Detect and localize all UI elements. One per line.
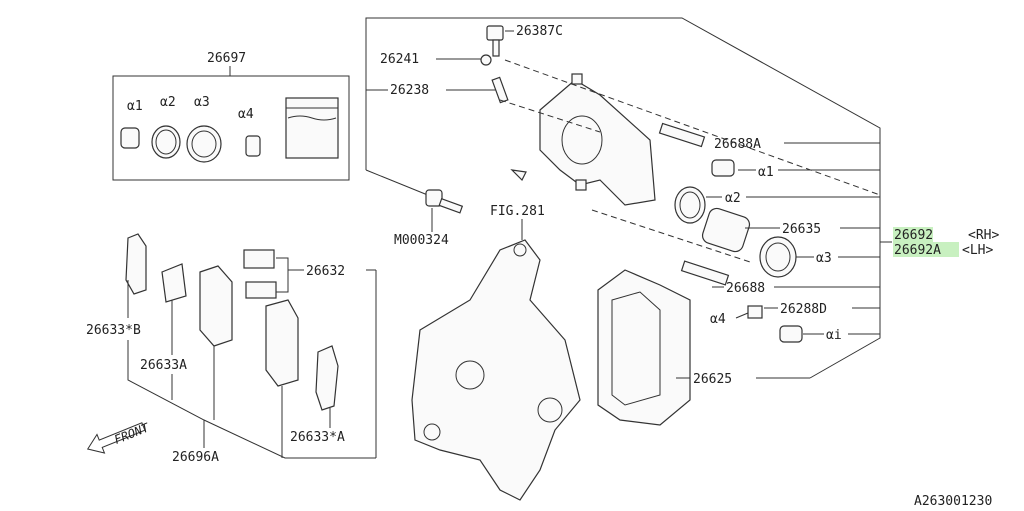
label-26632: 26632: [306, 264, 345, 279]
label-kit-a4: α4: [238, 107, 254, 122]
label-26387C: 26387C: [516, 24, 563, 39]
label-M000324: M000324: [394, 233, 449, 248]
label-26633B: 26633*B: [86, 323, 141, 338]
pin-26688-icon: [680, 260, 730, 286]
label-front: FRONT: [112, 420, 151, 447]
caliper-body: [539, 73, 656, 206]
label-fig281: FIG.281: [490, 204, 545, 219]
pad-outer-icon: [265, 299, 299, 387]
shim-26633B-icon: [125, 233, 147, 295]
label-kit-a1: α1: [127, 99, 143, 114]
assembly-outline: [365, 17, 881, 379]
cap-26241-icon: [480, 54, 492, 66]
pad-parts: [125, 233, 339, 411]
label-26688A: 26688A: [714, 137, 761, 152]
label-26696A: 26696A: [172, 450, 219, 465]
kit-parts: [120, 97, 339, 163]
bushing-a4-icon: [747, 305, 763, 319]
right-parts: [658, 122, 803, 343]
kit-bushing-icon: [245, 135, 261, 157]
clip-upper-icon: [243, 249, 275, 269]
shim-26633starA-icon: [315, 345, 339, 411]
label-26635: 26635: [782, 222, 821, 237]
shim-26633A-icon: [161, 263, 187, 303]
label-26241: 26241: [380, 52, 419, 67]
clip-lower-icon: [245, 281, 277, 299]
pin-26688A-icon: [658, 122, 706, 148]
label-kit-a3: α3: [194, 95, 210, 110]
caliper-housing: [539, 79, 656, 206]
label-right-a1: α1: [758, 165, 774, 180]
front-arrow-icon: [86, 422, 146, 454]
label-26633A: 26633A: [140, 358, 187, 373]
boot-ai-icon: [779, 325, 803, 343]
highlight-lh: [893, 242, 959, 257]
label-right-a3: α3: [816, 251, 832, 266]
highlight-rh: [893, 227, 933, 242]
label-26238: 26238: [390, 83, 429, 98]
knuckle-assembly: [411, 239, 581, 501]
label-26625: 26625: [693, 372, 732, 387]
label-rh: <RH>: [968, 228, 999, 243]
label-right-a4: α4: [710, 312, 726, 327]
label-26692: 26692: [894, 228, 933, 243]
bolt-26387C-icon: [486, 25, 504, 41]
label-26697: 26697: [207, 51, 246, 66]
kit-boot-icon: [120, 127, 140, 149]
bracket-26625: [597, 269, 691, 426]
kit-box: [112, 75, 350, 181]
bolt-parts: [480, 25, 527, 182]
pad-inner-icon: [199, 265, 233, 347]
kit-grease-pack-icon: [285, 97, 339, 159]
label-26288D: 26288D: [780, 302, 827, 317]
label-kit-a2: α2: [160, 95, 176, 110]
label-lh: <LH>: [962, 243, 993, 258]
label-26692A: 26692A: [894, 243, 941, 258]
boot-a1-icon: [711, 159, 735, 177]
bolt-m000324-icon: [425, 189, 464, 214]
label-right-a2: α2: [725, 191, 741, 206]
screw-icon: [510, 169, 527, 182]
label-right-ai: αi: [826, 328, 842, 343]
label-26688: 26688: [726, 281, 765, 296]
drawing-number: A263001230: [914, 494, 992, 509]
piston-26635-icon: [701, 207, 751, 253]
label-26633starA: 26633*A: [290, 430, 345, 445]
